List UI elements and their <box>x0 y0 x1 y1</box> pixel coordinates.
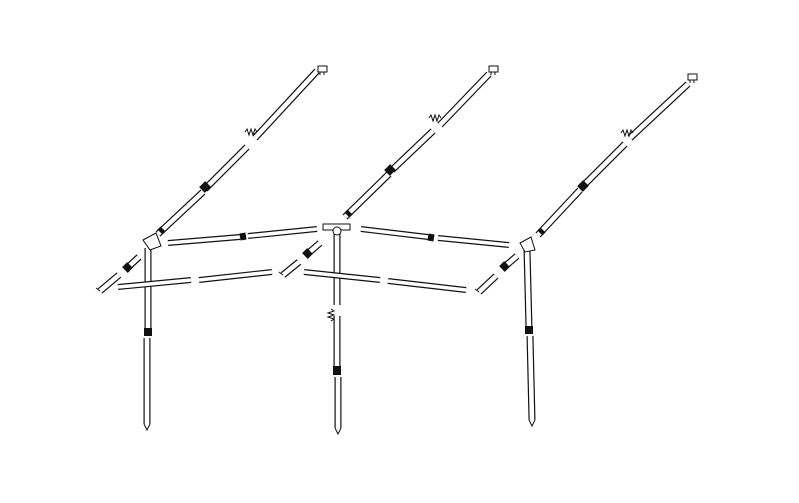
rafter-middle-section-inner <box>203 145 249 191</box>
eave-pole-right-b-inner <box>437 236 510 247</box>
clamp-band <box>499 261 510 272</box>
clamp-band <box>239 232 247 241</box>
left-corner-joint <box>142 232 162 251</box>
clamp-band <box>344 209 353 218</box>
leg-foot-spike <box>528 419 536 428</box>
lower-pole-left-a-inner <box>117 278 192 289</box>
lower-pole-right-b-inner <box>387 279 467 292</box>
brace-piece-lower-inner <box>477 274 498 294</box>
rafter-end-bracket <box>317 65 328 73</box>
lower-pole-right-a-inner <box>303 270 381 282</box>
rafter-upper-section-inner <box>628 82 690 140</box>
rafter-middle-section-inner <box>390 129 435 172</box>
rafter-end-bracket <box>687 73 698 81</box>
leg-foot-spike <box>143 423 151 432</box>
rafter-middle-section-inner <box>581 142 627 188</box>
eave-pole-left-a-inner <box>167 235 241 245</box>
clamp-band <box>122 262 133 273</box>
clamp-band <box>199 181 211 193</box>
brace-piece-lower-inner <box>98 273 121 293</box>
clamp-band <box>427 233 435 242</box>
center-joint-hub <box>332 226 342 236</box>
eave-pole-left-b-inner <box>247 227 318 238</box>
eave-pole-right-a-inner <box>360 227 429 239</box>
right-corner-joint <box>519 236 536 253</box>
clamp-band <box>537 227 546 236</box>
rafter-lower-section-inner <box>343 172 391 219</box>
clamp-band <box>577 180 589 192</box>
rafter-end-bracket <box>488 65 499 73</box>
clamp-band <box>157 226 166 235</box>
brace-hook <box>95 287 101 292</box>
right-leg-upper-inner <box>524 249 532 329</box>
clamp-band <box>384 164 396 176</box>
spring-icon <box>620 128 634 138</box>
brace-hook <box>474 288 480 293</box>
spring-icon <box>244 127 258 137</box>
right-leg-lower-inner <box>527 335 535 421</box>
leg-foot-spike <box>334 427 342 436</box>
brace-piece-lower-inner <box>281 260 301 277</box>
rafter-lower-section-inner <box>536 188 582 237</box>
spring-icon <box>326 308 336 322</box>
rafter-lower-section-inner <box>156 190 205 236</box>
rafter-upper-section-inner <box>438 72 491 127</box>
clamp-band <box>302 248 313 259</box>
rafter-upper-section-inner <box>253 69 319 140</box>
brace-hook <box>278 271 284 276</box>
lower-pole-left-b-inner <box>198 270 273 282</box>
spring-icon <box>428 113 442 123</box>
